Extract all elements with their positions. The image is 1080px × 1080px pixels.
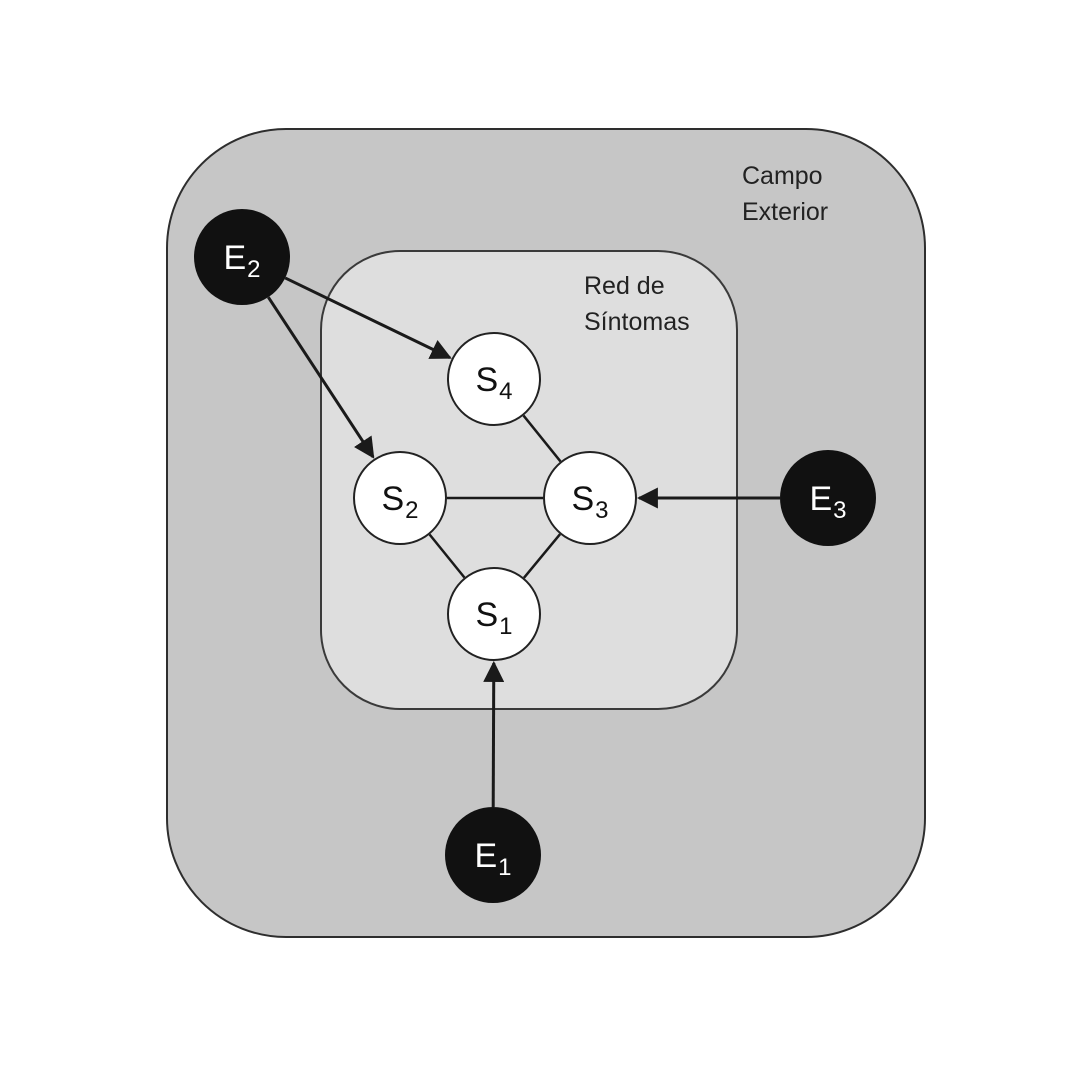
node-s4-letter: S <box>475 360 499 399</box>
node-s2-letter: S <box>381 479 405 518</box>
node-s4: S4 <box>447 332 541 426</box>
node-s3-letter: S <box>571 479 595 518</box>
edge-s3-s1 <box>523 533 561 579</box>
node-s4-index: 4 <box>499 377 513 405</box>
node-s2: S2 <box>353 451 447 545</box>
node-e1-index: 1 <box>498 853 512 881</box>
node-e3: E3 <box>780 450 876 546</box>
node-e1-letter: E <box>474 836 498 875</box>
outer-field-label: Campo Exterior <box>742 158 828 230</box>
node-s1: S1 <box>447 567 541 661</box>
node-e2: E2 <box>194 209 290 305</box>
node-e3-letter: E <box>809 479 833 518</box>
node-e1: E1 <box>445 807 541 903</box>
edge-s2-s1 <box>428 533 466 579</box>
edge-e2-s4 <box>284 276 452 359</box>
symptom-network-label-line-1: Red de <box>584 272 665 300</box>
edge-e1-s1 <box>483 660 505 808</box>
node-s1-letter: S <box>475 595 499 634</box>
node-e2-index: 2 <box>247 255 261 283</box>
node-s3: S3 <box>543 451 637 545</box>
node-s2-index: 2 <box>405 496 419 524</box>
node-e2-letter: E <box>223 238 247 277</box>
node-e3-index: 3 <box>833 496 847 524</box>
edge-e2-s2 <box>267 296 375 459</box>
symptom-network-label: Red de Síntomas <box>584 268 690 340</box>
outer-field-label-line-1: Campo <box>742 162 823 190</box>
edge-s4-s3 <box>522 414 562 463</box>
symptom-network-label-line-2: Síntomas <box>584 308 690 336</box>
node-s3-index: 3 <box>595 496 609 524</box>
outer-field-label-line-2: Exterior <box>742 198 829 226</box>
node-s1-index: 1 <box>499 612 513 640</box>
